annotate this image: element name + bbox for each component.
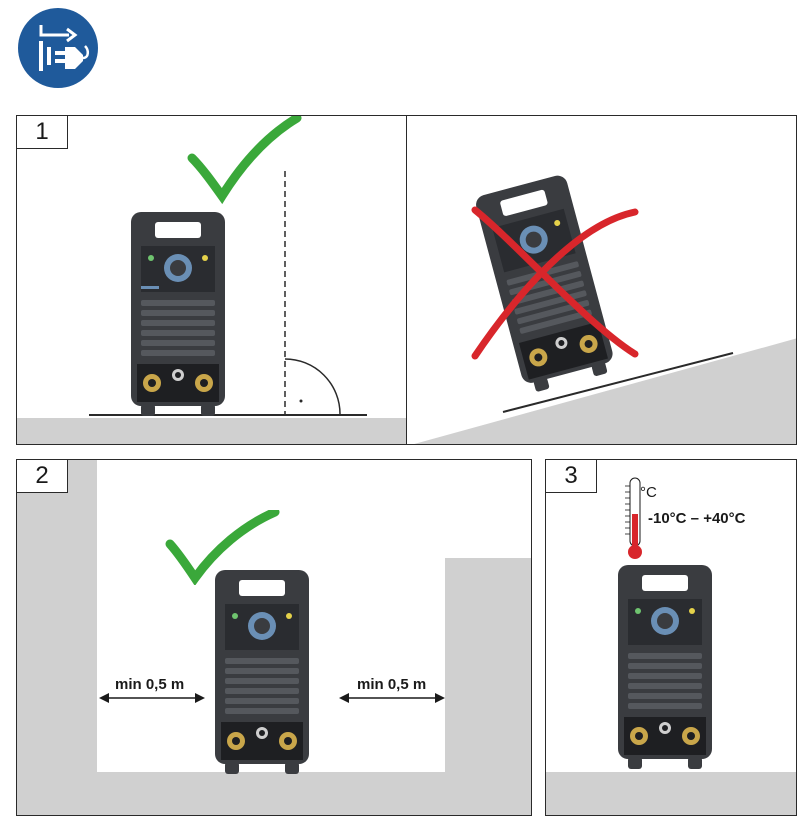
panel-3-temperature: 3 °C -10°C – +40°C [545, 459, 797, 816]
disconnect-mains-plug-icon [17, 7, 99, 89]
panel-number: 1 [17, 116, 68, 149]
clearance-right-label: min 0,5 m [357, 676, 427, 693]
thermometer-icon [625, 477, 642, 559]
right-angle-indicator [284, 171, 341, 416]
temperature-unit: °C [640, 484, 657, 501]
sloped-floor [414, 338, 796, 444]
panel-1-tilted [406, 115, 797, 445]
welding-device [127, 208, 229, 423]
cross-mark-icon [471, 206, 639, 360]
floor [17, 772, 531, 815]
check-mark-icon [187, 116, 302, 205]
floor [546, 772, 796, 815]
panel-1-upright: 1 [16, 115, 408, 445]
temperature-range: -10°C – +40°C [648, 510, 746, 527]
check-mark-icon [165, 510, 280, 585]
clearance-right-arrow [339, 693, 445, 703]
floor-line [89, 414, 367, 416]
welding-device [211, 566, 313, 781]
floor [17, 418, 407, 444]
welding-device [614, 561, 716, 776]
left-wall [17, 460, 97, 815]
clearance-left-label: min 0,5 m [115, 676, 185, 693]
clearance-left-arrow [99, 693, 205, 703]
panel-number: 3 [546, 460, 597, 493]
panel-2-clearance: 2 min 0,5 m [16, 459, 532, 816]
panel-number: 2 [17, 460, 68, 493]
